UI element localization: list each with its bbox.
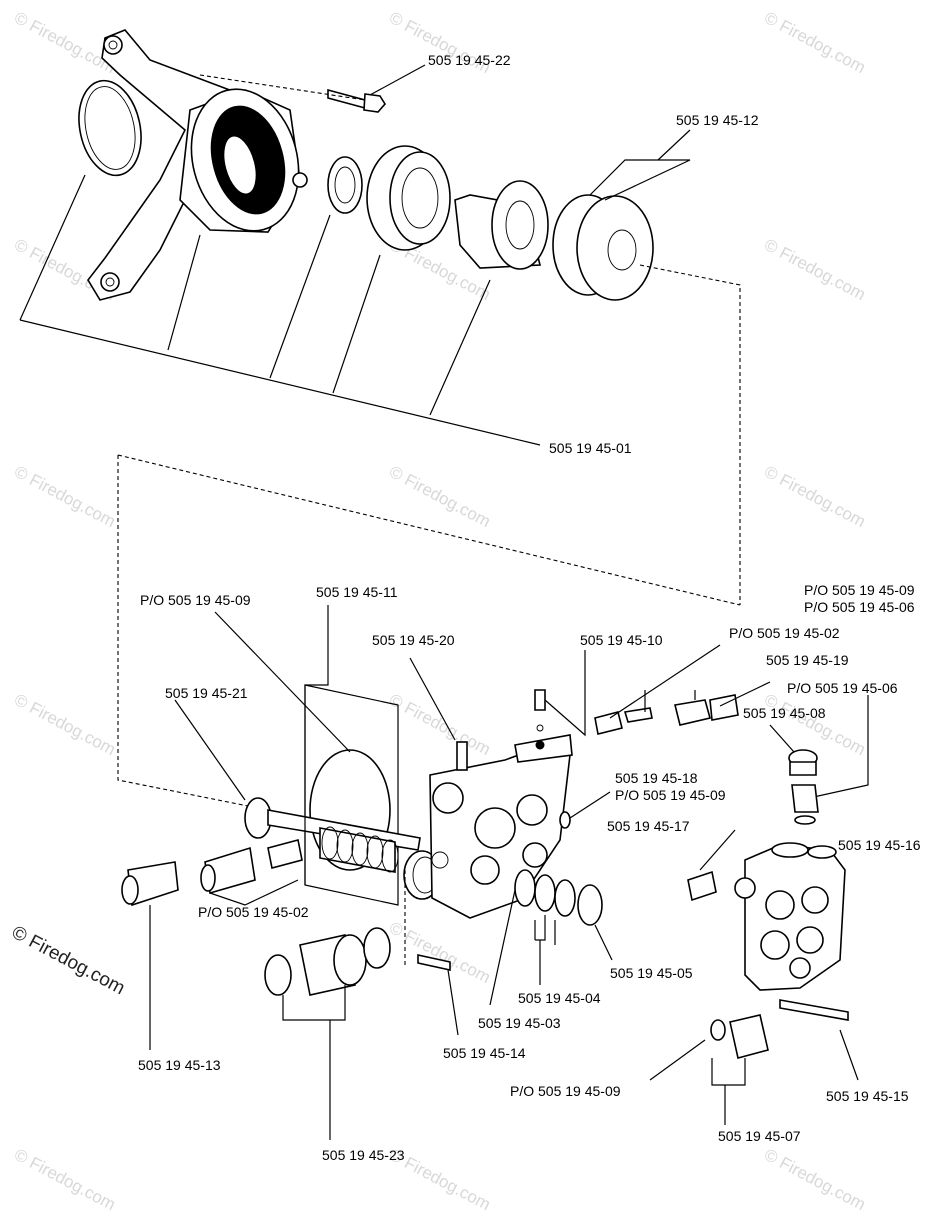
- label-po-505-19-45-02-top: P/O 505 19 45-02: [729, 625, 840, 641]
- label-505-19-45-01: 505 19 45-01: [549, 440, 632, 456]
- bolt-14: [417, 954, 451, 971]
- label-po-505-19-45-02-bottom: P/O 505 19 45-02: [198, 904, 309, 920]
- pump-head: [429, 734, 573, 919]
- o-ring-18: [559, 811, 571, 829]
- label-505-19-45-19: 505 19 45-19: [766, 652, 849, 668]
- label-po-505-19-45-06-top-right: P/O 505 19 45-06: [804, 599, 915, 615]
- label-505-19-45-12: 505 19 45-12: [676, 112, 759, 128]
- label-505-19-45-14: 505 19 45-14: [443, 1045, 526, 1061]
- label-505-19-45-13: 505 19 45-13: [138, 1057, 221, 1073]
- spring-17: [687, 870, 717, 902]
- check-valve-08: [788, 749, 818, 776]
- unloader-valve-chain: [594, 694, 739, 735]
- crankcase-housing: [179, 88, 308, 233]
- label-505-19-45-05: 505 19 45-05: [610, 965, 693, 981]
- spring-set: [319, 826, 399, 873]
- fitting-02: [200, 839, 303, 895]
- label-505-19-45-17: 505 19 45-17: [607, 818, 690, 834]
- label-505-19-45-11: 505 19 45-11: [316, 584, 398, 600]
- label-po-505-19-45-09-top-right: P/O 505 19 45-09: [804, 582, 915, 598]
- label-505-19-45-16: 505 19 45-16: [838, 837, 921, 853]
- bolt-22: [327, 88, 386, 113]
- label-505-19-45-07: 505 19 45-07: [718, 1128, 801, 1144]
- label-po-505-19-45-06: P/O 505 19 45-06: [787, 680, 898, 696]
- pump-head-right: [734, 842, 846, 991]
- label-po-505-19-45-09-bottom: P/O 505 19 45-09: [510, 1083, 621, 1099]
- label-po-505-19-45-09-mid: P/O 505 19 45-09: [615, 787, 726, 803]
- oil-seal: [327, 156, 363, 214]
- ball-bearing: [366, 145, 451, 251]
- label-505-19-45-03: 505 19 45-03: [478, 1015, 561, 1031]
- label-505-19-45-22: 505 19 45-22: [428, 52, 511, 68]
- label-505-19-45-20: 505 19 45-20: [372, 632, 455, 648]
- label-505-19-45-23: 505 19 45-23: [322, 1147, 405, 1163]
- label-505-19-45-18: 505 19 45-18: [615, 770, 698, 786]
- bolt-15: [779, 999, 849, 1021]
- check-valve-06: [791, 784, 819, 825]
- nipple-10: [534, 689, 546, 711]
- label-po-505-19-45-09-left: P/O 505 19 45-09: [140, 592, 251, 608]
- fitting-13: [121, 861, 179, 907]
- valve-07: [729, 1014, 769, 1059]
- label-505-19-45-21: 505 19 45-21: [165, 685, 248, 701]
- cam-shaft: [454, 180, 549, 270]
- o-ring-09: [710, 1019, 726, 1041]
- label-505-19-45-15: 505 19 45-15: [826, 1088, 909, 1104]
- label-505-19-45-04: 505 19 45-04: [518, 990, 601, 1006]
- seal-stack: [514, 869, 603, 926]
- label-505-19-45-08: 505 19 45-08: [743, 705, 826, 721]
- label-505-19-45-10: 505 19 45-10: [580, 632, 663, 648]
- wobble-plate: [552, 194, 654, 301]
- filter-assembly: [264, 927, 391, 996]
- o-ring-large: [78, 79, 142, 177]
